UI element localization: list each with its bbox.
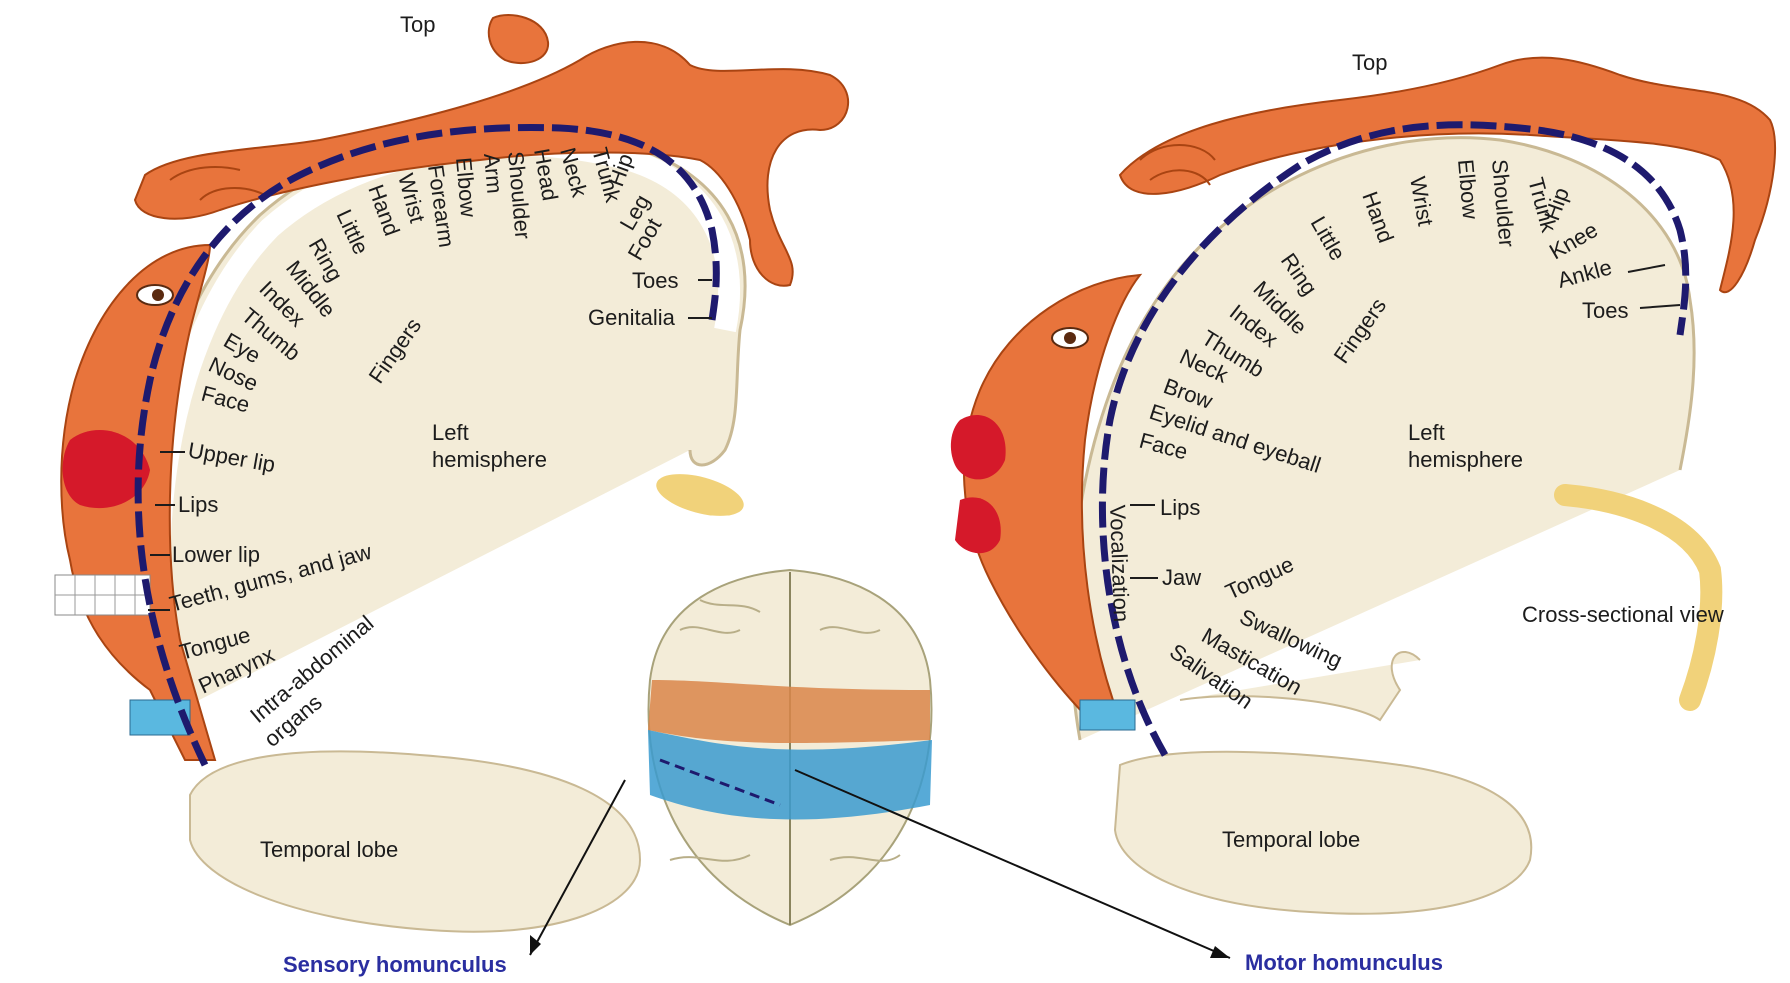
sensory-label-elbow: Elbow — [451, 156, 481, 218]
sensory-label-genitalia: Genitalia — [588, 305, 676, 330]
sensory-temporal-lobe — [190, 751, 640, 931]
motor-top-label: Top — [1352, 50, 1387, 75]
sensory-label-lower-lip: Lower lip — [172, 542, 260, 567]
motor-label-elbow: Elbow — [1453, 158, 1483, 220]
sensory-label-lips: Lips — [178, 492, 218, 517]
sensory-hemisphere-label: Left — [432, 420, 469, 445]
motor-label-vocalization: Vocalization — [1105, 504, 1134, 622]
motor-label-lips: Lips — [1160, 495, 1200, 520]
motor-caption: Motor homunculus — [1245, 950, 1443, 975]
cross-section-label: Cross-sectional view — [1522, 602, 1724, 627]
motor-label-toes: Toes — [1582, 298, 1628, 323]
motor-hemisphere-label: Left — [1408, 420, 1445, 445]
sensory-top-label: Top — [400, 12, 435, 37]
motor-panel — [951, 58, 1775, 914]
cross-section-strip — [1565, 495, 1711, 700]
sensory-hemisphere-label-2: hemisphere — [432, 447, 547, 472]
sensory-caption: Sensory homunculus — [283, 952, 507, 977]
motor-label-jaw: Jaw — [1162, 565, 1201, 590]
sensory-label-toes: Toes — [632, 268, 678, 293]
motor-temporal-label: Temporal lobe — [1222, 827, 1360, 852]
motor-hemisphere-label-2: hemisphere — [1408, 447, 1523, 472]
sensory-temporal-label: Temporal lobe — [260, 837, 398, 862]
sensory-label-arm: Arm — [479, 152, 507, 194]
